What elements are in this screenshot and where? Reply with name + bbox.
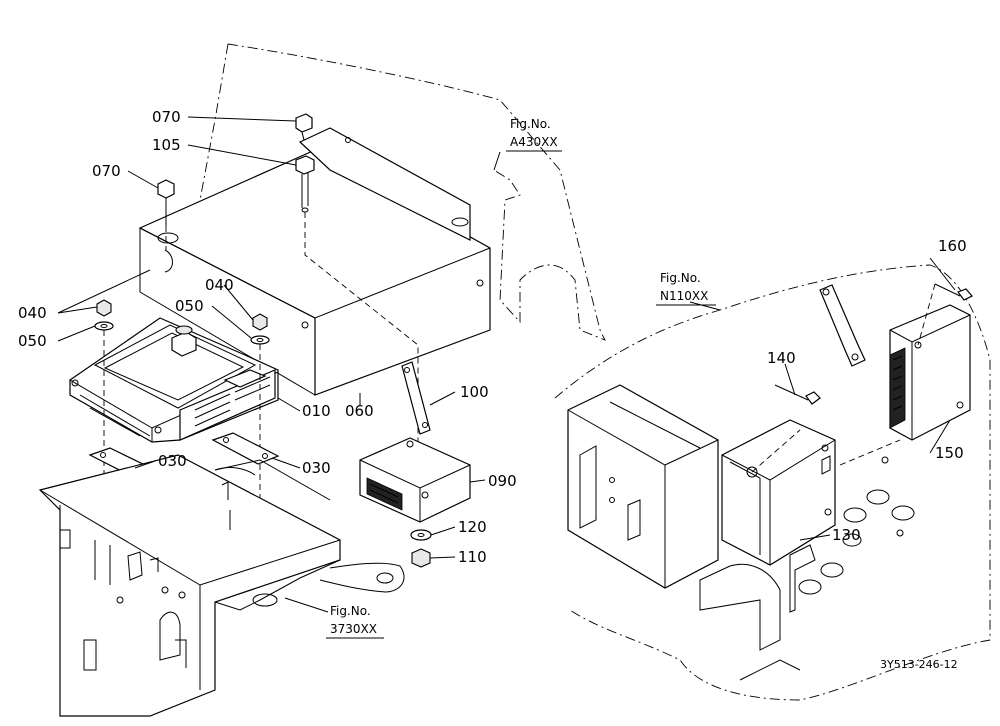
part-label-070-left: 070: [92, 162, 121, 180]
part-label-120: 120: [458, 518, 487, 536]
bolt-070-left: [157, 179, 175, 226]
part-label-060: 060: [345, 402, 374, 420]
part-label-140: 140: [767, 349, 796, 367]
nut-040-right: [252, 313, 268, 331]
module-axes: [751, 429, 901, 473]
bracket-150: [819, 284, 866, 367]
bolt-160: [934, 283, 973, 301]
bolt-070-top: [295, 113, 313, 141]
cover-060: [138, 127, 491, 396]
part-label-030-left: 030: [158, 452, 187, 470]
nut-040-left: [96, 299, 112, 317]
holes-right: [798, 456, 915, 595]
fig-ref-n110-caption: Fig.No.: [660, 271, 701, 285]
panel-a430-outline: [199, 43, 606, 341]
fig-ref-n110-number: N110XX: [660, 289, 708, 303]
nut-110: [411, 548, 431, 568]
drawing-code: 3Y513-246-12: [880, 658, 958, 671]
part-label-040-left: 040: [18, 304, 47, 322]
part-label-110: 110: [458, 548, 487, 566]
fig-ref-a430-number: A430XX: [510, 135, 558, 149]
frame-right: [567, 384, 816, 681]
part-label-130: 130: [832, 526, 861, 544]
washer-120: [410, 529, 432, 541]
washer-050-left: [94, 321, 114, 331]
part-label-070-top: 070: [152, 108, 181, 126]
controller-090: [359, 437, 471, 523]
part-label-150: 150: [935, 444, 964, 462]
washer-050-right: [250, 335, 270, 345]
drawing-code-text: 3Y513-246-12: [880, 658, 958, 671]
part-labels: 070 105 070 040 050 040 050 010 060 100 …: [18, 108, 967, 566]
part-label-050-right: 050: [175, 297, 204, 315]
ecu-010: [69, 317, 279, 443]
bolt-160-axis: [917, 283, 936, 346]
fig-ref-3730-number: 3730XX: [330, 622, 377, 636]
part-label-090: 090: [488, 472, 517, 490]
part-label-160: 160: [938, 237, 967, 255]
bolt-105-axis: [304, 212, 419, 520]
bolt-105: [295, 155, 315, 213]
part-label-050-left: 050: [18, 332, 47, 350]
part-label-100: 100: [460, 383, 489, 401]
module-150: [889, 304, 971, 441]
part-label-010: 010: [302, 402, 331, 420]
bolt-140: [774, 384, 821, 405]
fig-ref-n110: Fig.No. N110XX: [656, 271, 716, 306]
fig-ref-3730: Fig.No. 3730XX: [326, 604, 384, 639]
plate-030-right: [211, 432, 280, 465]
module-130: [721, 419, 836, 566]
fig-ref-a430-caption: Fig.No.: [510, 117, 551, 131]
frame-3730: [38, 454, 405, 717]
part-label-040-right: 040: [205, 276, 234, 294]
strap-100: [401, 361, 431, 435]
fig-ref-a430: Fig.No. A430XX: [506, 117, 562, 152]
part-label-105: 105: [152, 136, 181, 154]
part-label-030-right: 030: [302, 459, 331, 477]
fig-ref-3730-caption: Fig.No.: [330, 604, 371, 618]
leader-lines: [57, 116, 956, 613]
